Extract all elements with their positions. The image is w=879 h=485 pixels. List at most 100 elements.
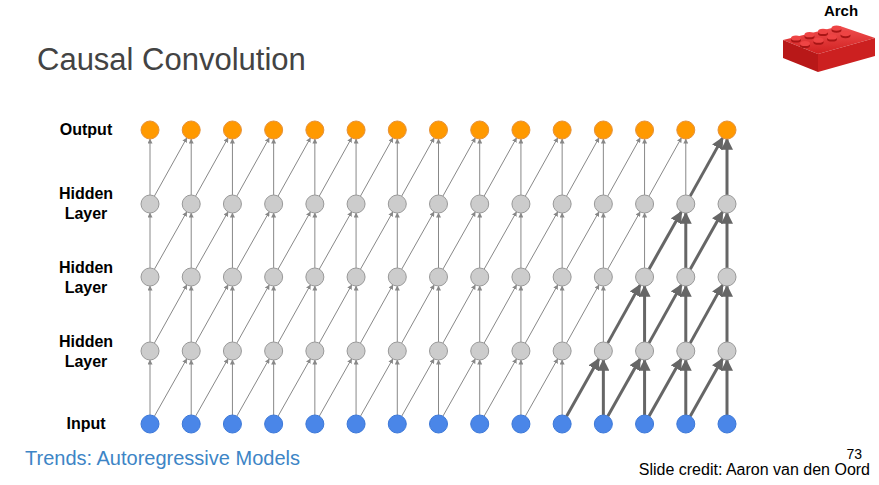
connection	[397, 360, 398, 415]
hidden-neuron	[594, 268, 612, 286]
connection	[154, 285, 186, 343]
connection	[196, 138, 228, 196]
input-neuron	[512, 415, 530, 433]
connection	[603, 286, 604, 342]
highlighted-connection	[690, 212, 722, 269]
connection	[356, 360, 357, 415]
output-neuron	[223, 121, 241, 139]
connection	[278, 138, 310, 196]
highlighted-connection	[608, 285, 640, 343]
highlighted-connection	[690, 359, 722, 416]
output-neuron	[553, 121, 571, 139]
input-neuron	[677, 415, 695, 433]
hidden-neuron	[182, 268, 200, 286]
connection	[232, 360, 233, 415]
brick-stud	[827, 34, 837, 39]
connection	[603, 139, 604, 195]
connection	[360, 138, 392, 196]
hidden-neuron	[512, 342, 530, 360]
connection	[479, 139, 480, 195]
input-neuron	[223, 415, 241, 433]
input-neuron	[306, 415, 324, 433]
connection	[232, 213, 233, 268]
hidden-neuron	[430, 268, 448, 286]
hidden-neuron	[388, 342, 406, 360]
input-neuron	[718, 415, 736, 433]
input-neuron	[388, 415, 406, 433]
row-label: Hidden Layer	[54, 184, 118, 224]
hidden-neuron	[718, 268, 736, 286]
connections	[150, 138, 686, 416]
highlighted-connection	[684, 286, 687, 342]
connection	[438, 139, 439, 195]
output-neuron	[306, 121, 324, 139]
highlighted-connection	[649, 359, 681, 416]
neurons	[141, 121, 736, 433]
brick-stud	[814, 38, 824, 43]
connection	[685, 139, 686, 195]
connection	[603, 213, 604, 268]
connection	[484, 138, 516, 196]
connection	[237, 359, 269, 416]
hidden-neuron	[677, 342, 695, 360]
connection	[154, 212, 186, 269]
output-neuron	[182, 121, 200, 139]
connection	[567, 212, 599, 269]
output-neuron	[718, 121, 736, 139]
row-label: Input	[66, 414, 105, 434]
hidden-neuron	[265, 195, 283, 213]
connection	[443, 212, 475, 269]
slide-credit: Slide credit: Aaron van den Oord	[639, 460, 870, 480]
input-neuron	[347, 415, 365, 433]
connection	[608, 212, 640, 269]
lego-brick-icon	[783, 26, 875, 73]
connection	[438, 213, 439, 268]
connection	[314, 286, 315, 342]
hidden-neuron	[388, 195, 406, 213]
connection	[402, 138, 434, 196]
hidden-neuron	[430, 342, 448, 360]
hidden-neuron	[677, 195, 695, 213]
connection	[644, 213, 645, 268]
hidden-neuron	[471, 195, 489, 213]
connection	[278, 359, 310, 416]
connection	[232, 286, 233, 342]
connection	[273, 139, 274, 195]
connection	[484, 285, 516, 343]
connection	[520, 360, 521, 415]
hidden-neuron	[594, 342, 612, 360]
input-neuron	[265, 415, 283, 433]
connection	[356, 139, 357, 195]
hidden-neuron	[347, 268, 365, 286]
input-neuron	[636, 415, 654, 433]
hidden-neuron	[594, 195, 612, 213]
connection	[562, 213, 563, 268]
input-neuron	[594, 415, 612, 433]
connection	[191, 360, 192, 415]
connection	[525, 285, 557, 343]
connection	[278, 285, 310, 343]
connection	[273, 360, 274, 415]
output-neuron	[265, 121, 283, 139]
row-label: Hidden Layer	[54, 258, 118, 298]
connection	[562, 360, 563, 415]
hidden-neuron	[718, 195, 736, 213]
connection	[479, 286, 480, 342]
connection	[438, 360, 439, 415]
hidden-neuron	[471, 342, 489, 360]
hidden-neuron	[223, 268, 241, 286]
connection	[525, 359, 557, 416]
connection	[154, 138, 186, 196]
highlighted-connection	[690, 138, 722, 196]
connection	[237, 285, 269, 343]
connection	[402, 212, 434, 269]
receptive-field-connections	[567, 138, 727, 416]
hidden-neuron	[306, 195, 324, 213]
hidden-neuron	[347, 342, 365, 360]
connection	[356, 286, 357, 342]
connection	[360, 285, 392, 343]
connection	[484, 212, 516, 269]
output-neuron	[471, 121, 489, 139]
connection	[520, 213, 521, 268]
